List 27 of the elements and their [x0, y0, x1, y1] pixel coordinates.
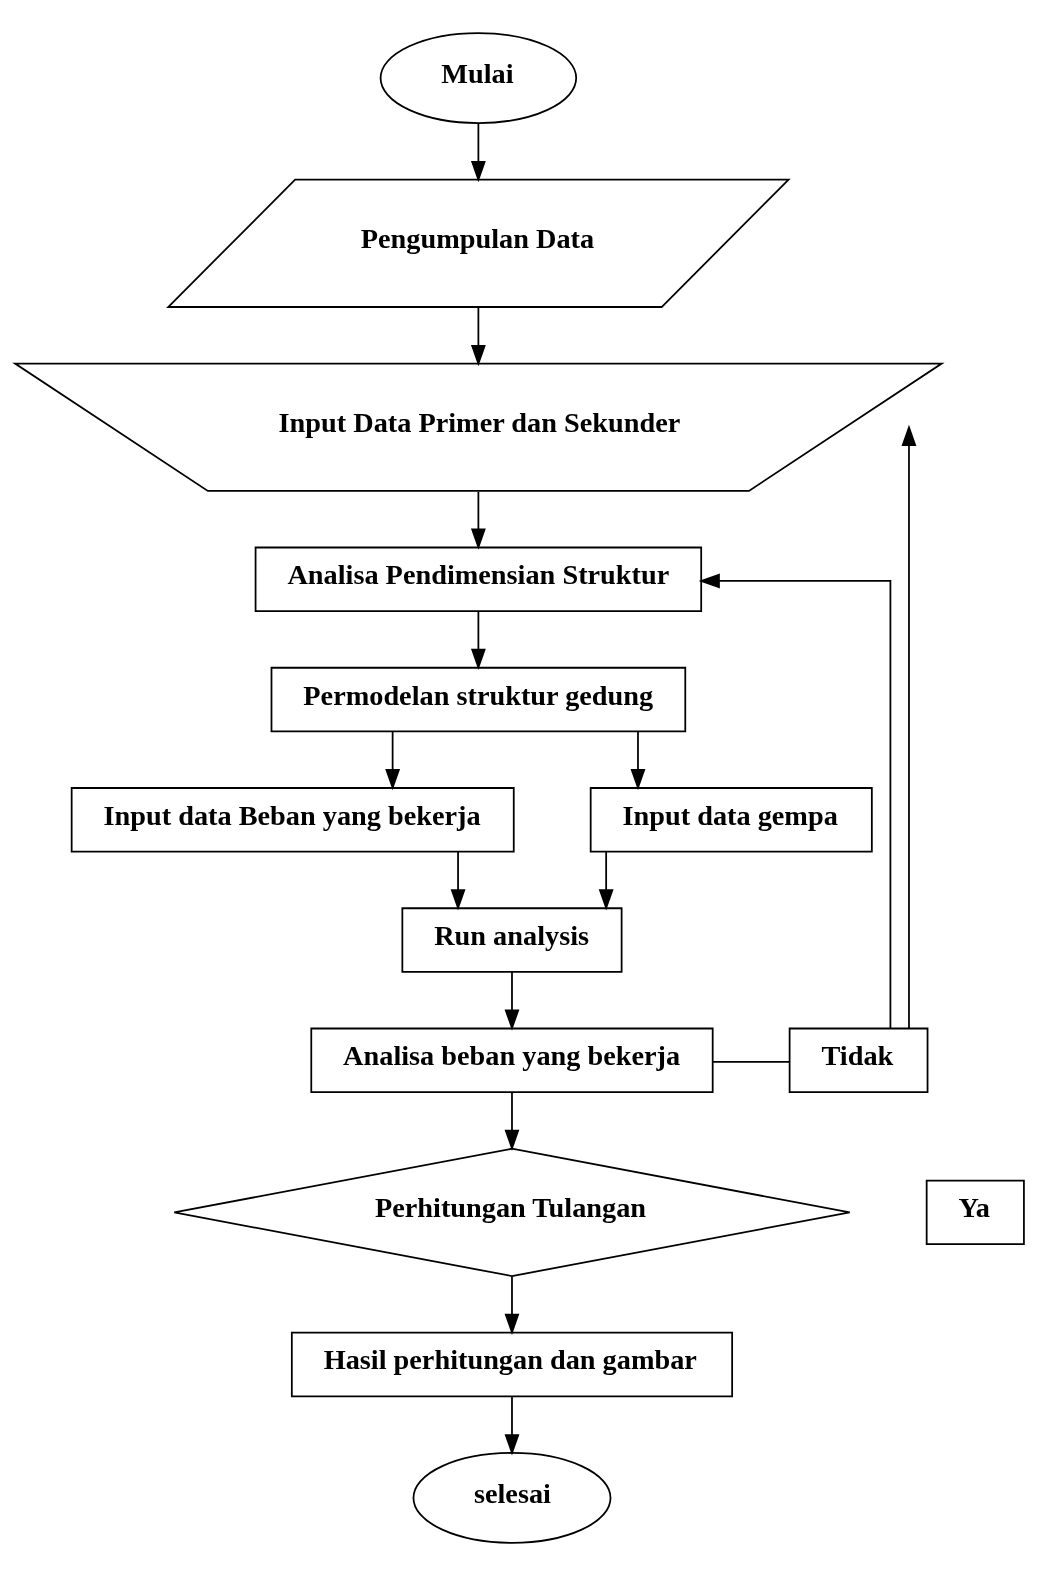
node-box: Tidak	[788, 1027, 929, 1094]
arrow	[630, 730, 646, 791]
arrow	[470, 610, 486, 670]
arrow	[504, 1276, 520, 1335]
node-diamond: Perhitungan Tulangan	[173, 1147, 851, 1277]
arrow	[598, 851, 614, 911]
arrow	[450, 851, 466, 911]
arrow	[901, 424, 917, 1029]
arrow	[504, 971, 520, 1031]
arrow	[504, 1395, 520, 1456]
node-ellipse: Mulai	[379, 32, 578, 124]
arrow	[698, 573, 892, 1029]
node-box: Hasil perhitungan dan gambar	[290, 1331, 734, 1398]
node-ellipse: selesai	[412, 1452, 612, 1544]
node-box: Input data Beban yang bekerja	[70, 787, 515, 853]
connector	[712, 1061, 790, 1063]
arrow	[385, 730, 401, 791]
arrow	[470, 490, 486, 550]
node-box: Input data gempa	[589, 787, 873, 853]
node-box: Run analysis	[401, 907, 623, 973]
node-box: Analisa Pendimensian Struktur	[254, 546, 703, 613]
arrow	[470, 122, 486, 183]
arrow	[470, 306, 486, 367]
node-box: Analisa beban yang bekerja	[310, 1027, 714, 1094]
node-box: Permodelan struktur gedung	[270, 666, 687, 733]
node-box: Ya	[925, 1179, 1025, 1246]
arrow	[504, 1091, 520, 1151]
